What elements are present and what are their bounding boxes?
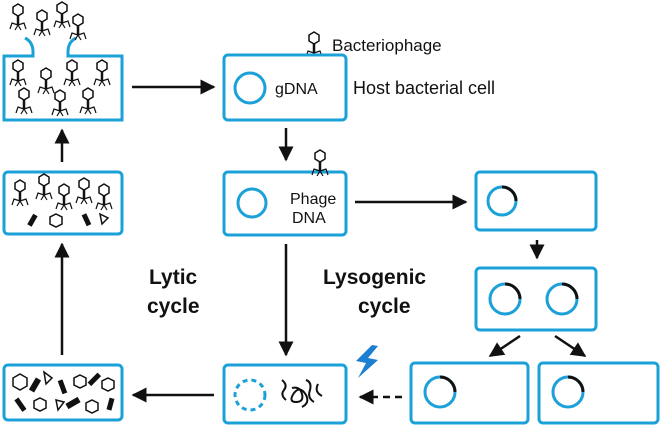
cell-mature <box>2 170 124 236</box>
phage-dna-label-1: Phage <box>290 191 336 208</box>
cell-daughter-left <box>409 361 530 425</box>
phage-dna-label-2: DNA <box>292 210 326 227</box>
lytic-label-1: Lytic <box>149 266 198 289</box>
lysogenic-label-1: Lysogenic <box>323 266 426 289</box>
legend-bacteriophage: Bacteriophage <box>304 30 442 60</box>
cell-infected: Phage DNA <box>222 148 348 237</box>
lysogenic-label-2: cycle <box>358 295 411 318</box>
lytic-label-2: cycle <box>147 295 200 318</box>
dna-circle-icon <box>236 187 268 219</box>
bacteriophage-label: Bacteriophage <box>332 36 442 55</box>
cell-daughter-right <box>537 361 660 425</box>
host-cell-label: Host bacterial cell <box>353 78 495 98</box>
arrow-split-left <box>488 334 521 358</box>
cell-assembly <box>2 363 124 422</box>
lightning-bolt-icon <box>356 345 378 378</box>
cell-host: gDNA <box>222 53 348 122</box>
arrow-split-right <box>554 334 587 358</box>
cell-burst <box>2 0 124 122</box>
cell-replication <box>222 363 348 425</box>
cell-lysogen <box>474 170 598 232</box>
cell-dividing <box>474 266 598 332</box>
dna-circle-icon <box>233 71 267 105</box>
gdna-label: gDNA <box>275 81 318 98</box>
